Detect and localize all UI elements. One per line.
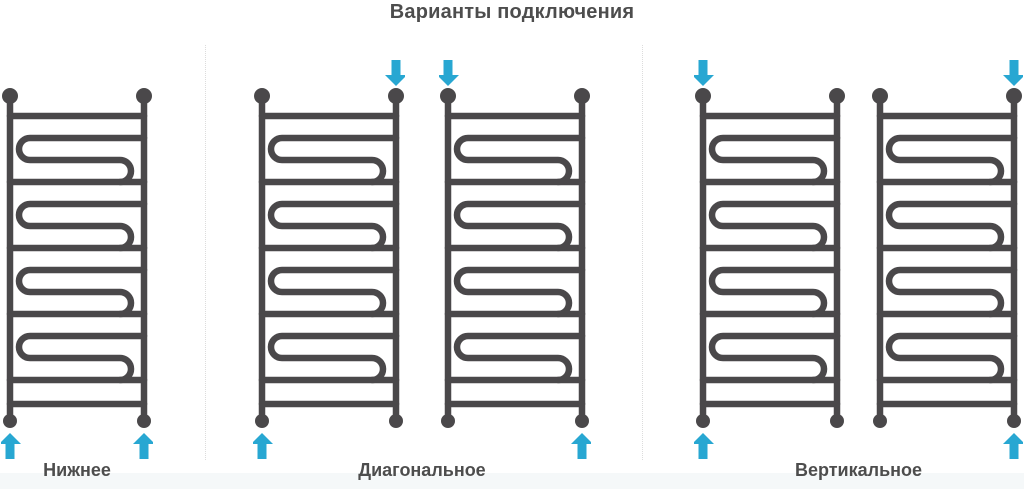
radiator-svg: [872, 60, 1024, 459]
bottom-cap: [441, 414, 455, 428]
flow-arrow-down-icon: [437, 60, 459, 86]
top-finial: [829, 88, 845, 104]
serpentine-coil: [453, 134, 586, 186]
bottom-cap: [830, 414, 844, 428]
bottom-strip: [0, 473, 1024, 489]
flow-arrow-up-icon: [1003, 433, 1024, 459]
radiator-svg: [251, 60, 407, 459]
radiator-diagram-diagonal-2: [437, 58, 593, 463]
flow-arrow-up-icon: [692, 433, 714, 459]
flow-arrow-down-icon: [1003, 60, 1024, 86]
flow-arrow-up-icon: [133, 433, 155, 459]
radiator-diagram-diagonal-1: [251, 58, 407, 463]
top-finial: [872, 88, 888, 104]
bottom-cap: [389, 414, 403, 428]
top-finial: [574, 88, 590, 104]
serpentine-coil: [15, 266, 148, 318]
serpentine-coil: [15, 200, 148, 252]
top-finial: [254, 88, 270, 104]
serpentine-coil: [267, 332, 400, 384]
bottom-cap: [3, 414, 17, 428]
bottom-cap: [696, 414, 710, 428]
serpentine-coil: [885, 332, 1018, 384]
serpentine-coil: [453, 332, 586, 384]
serpentine-coil: [885, 200, 1018, 252]
serpentine-coil: [885, 134, 1018, 186]
serpentine-coil: [267, 134, 400, 186]
serpentine-coil: [708, 266, 841, 318]
group-separator: [205, 45, 206, 460]
serpentine-coil: [708, 134, 841, 186]
bottom-cap: [575, 414, 589, 428]
serpentine-coil: [15, 134, 148, 186]
bottom-cap: [137, 414, 151, 428]
flow-arrow-up-icon: [0, 433, 21, 459]
serpentine-coil: [708, 332, 841, 384]
group-label-vertical: Вертикальное: [794, 460, 923, 480]
top-finial: [2, 88, 18, 104]
top-finial: [388, 88, 404, 104]
serpentine-coil: [885, 266, 1018, 318]
top-finial: [136, 88, 152, 104]
serpentine-coil: [267, 266, 400, 318]
bottom-cap: [255, 414, 269, 428]
top-finial: [440, 88, 456, 104]
serpentine-coil: [453, 200, 586, 252]
flow-arrow-up-icon: [571, 433, 593, 459]
flow-arrow-up-icon: [251, 433, 273, 459]
serpentine-coil: [267, 200, 400, 252]
serpentine-coil: [15, 332, 148, 384]
flow-arrow-down-icon: [385, 60, 407, 86]
page-title: Варианты подключения: [389, 1, 635, 23]
serpentine-coil: [708, 200, 841, 252]
bottom-cap: [873, 414, 887, 428]
flow-arrow-down-icon: [692, 60, 714, 86]
serpentine-coil: [453, 266, 586, 318]
bottom-cap: [1007, 414, 1021, 428]
radiator-diagram-vertical-1: [692, 58, 846, 463]
group-label-bottom: Нижнее: [43, 460, 111, 480]
radiator-svg: [0, 88, 155, 459]
group-separator: [642, 45, 643, 460]
radiator-diagram-bottom: [0, 58, 155, 463]
top-finial: [1006, 88, 1022, 104]
top-finial: [695, 88, 711, 104]
radiator-svg: [437, 60, 593, 459]
radiator-diagram-vertical-2: [871, 58, 1024, 463]
radiator-svg: [692, 60, 845, 459]
group-label-diagonal: Диагональное: [358, 460, 486, 480]
